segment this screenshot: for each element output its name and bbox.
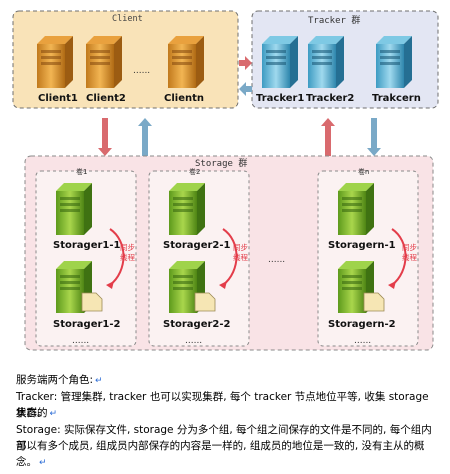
storage-to-client-arrow bbox=[138, 118, 152, 156]
description-line-4: Storage: 实际保存文件, storage 分为多个组, 每个组之间保存的… bbox=[16, 422, 440, 454]
client-to-tracker-arrow bbox=[239, 56, 252, 70]
volume-2-sync-label: 同步线程 bbox=[233, 243, 248, 262]
volume-1-sync-arrow bbox=[109, 228, 125, 286]
storager-1-1-server-icon bbox=[56, 183, 92, 235]
clientn-server-icon bbox=[168, 36, 204, 88]
description-line-1-text: 服务端两个角色: bbox=[16, 374, 94, 386]
storagern-1-server-icon bbox=[338, 183, 374, 235]
volume-n-title: 卷n bbox=[358, 167, 369, 176]
storage-group-title: Storage 群 bbox=[195, 157, 247, 169]
volume-2-sync-arrow bbox=[222, 228, 238, 286]
description-line-2: Tracker: 管理集群, tracker 也可以实现集群, 每个 track… bbox=[16, 389, 440, 421]
tracker1-label: Tracker1 bbox=[256, 93, 304, 104]
volume-2-title: 卷2 bbox=[189, 167, 200, 176]
volume-1-title: 卷1 bbox=[76, 167, 87, 176]
description-line-6-text: 念。 bbox=[16, 456, 37, 468]
tracker2-server-icon bbox=[308, 36, 344, 88]
storage-between-dots: ...... bbox=[268, 255, 285, 265]
storagern-2-label: Storagern-2 bbox=[328, 319, 396, 330]
storager-2-1-server-icon bbox=[169, 183, 205, 235]
volume-1-sync-label: 同步线程 bbox=[120, 243, 135, 262]
description-line-5-text: 可以有多个成员, 组成员内部保存的内容是一样的, 组成员的地位是一致的, 没有主… bbox=[16, 440, 425, 452]
volume-n-sync-arrowhead bbox=[388, 281, 396, 289]
tracker2-label: Tracker2 bbox=[306, 93, 354, 104]
paragraph-mark-icon: ↵ bbox=[39, 458, 47, 468]
description-line-5: 可以有多个成员, 组成员内部保存的内容是一样的, 组成员的地位是一致的, 没有主… bbox=[16, 438, 440, 454]
volume-n-dots: ...... bbox=[354, 336, 371, 346]
client1-server-icon bbox=[37, 36, 73, 88]
tracker1-server-icon bbox=[262, 36, 298, 88]
client-group: Client Client1 Client2 ...... bbox=[12, 10, 239, 109]
volume-2-dots: ...... bbox=[185, 336, 202, 346]
volume-2: 卷2 Storager2-1 同步线程 bbox=[148, 167, 250, 347]
storager-1-1-label: Storager1-1 bbox=[53, 240, 121, 251]
tracker-group: Tracker 群 Tracker1 Tracker2 Tr bbox=[251, 10, 439, 109]
volume-1-disk-icon bbox=[81, 292, 103, 312]
description-line-2-text: Tracker: 管理集群, tracker 也可以实现集群, 每个 track… bbox=[16, 391, 429, 419]
storager-2-1-label: Storager2-1 bbox=[163, 240, 231, 251]
description-line-3: 状态。↵ bbox=[16, 405, 440, 422]
volume-1: 卷1 Storager1-1 同步线程 bbox=[35, 167, 137, 347]
tracker-to-storage-arrow bbox=[367, 118, 381, 156]
storagern-1-label: Storagern-1 bbox=[328, 240, 396, 251]
client-to-storage-arrow bbox=[98, 118, 112, 156]
description-line-6: 念。↵ bbox=[16, 454, 440, 471]
trackern-server-icon bbox=[376, 36, 412, 88]
storager-1-2-label: Storager1-2 bbox=[53, 319, 121, 330]
volume-1-sync-arrowhead bbox=[106, 281, 114, 289]
client2-server-icon bbox=[86, 36, 122, 88]
volume-2-disk-icon bbox=[194, 292, 216, 312]
storage-to-tracker-arrow bbox=[321, 118, 335, 156]
vertical-arrows bbox=[98, 118, 381, 156]
volume-n-sync-label: 同步线程 bbox=[402, 243, 417, 262]
description-line-4-text: Storage: 实际保存文件, storage 分为多个组, 每个组之间保存的… bbox=[16, 424, 432, 452]
volume-n-disk-icon bbox=[363, 292, 385, 312]
client2-label: Client2 bbox=[86, 93, 126, 104]
storage-group: Storage 群 ...... 卷1 Storager1-1 同步线程 bbox=[24, 155, 434, 351]
client-tracker-arrows bbox=[239, 56, 252, 96]
trackern-label: Trakcern bbox=[372, 93, 421, 104]
paragraph-mark-icon: ↵ bbox=[95, 376, 103, 386]
client1-label: Client1 bbox=[38, 93, 78, 104]
tracker-group-title: Tracker 群 bbox=[308, 14, 360, 26]
clientn-label: Clientn bbox=[164, 93, 204, 104]
client-group-title: Client bbox=[112, 14, 143, 24]
tracker-to-client-arrow bbox=[239, 82, 252, 96]
storager-2-2-label: Storager2-2 bbox=[163, 319, 231, 330]
description-line-1: 服务端两个角色:↵ bbox=[16, 372, 440, 389]
volume-1-dots: ...... bbox=[72, 336, 89, 346]
paragraph-mark-icon: ↵ bbox=[49, 409, 58, 419]
description-line-3-text: 状态。 bbox=[16, 407, 48, 419]
client-dots: ...... bbox=[133, 66, 150, 76]
storagern-2-server-icon bbox=[338, 261, 374, 313]
volume-n-sync-arrow bbox=[391, 228, 407, 286]
volume-2-sync-arrowhead bbox=[219, 281, 227, 289]
volume-n: 卷n Storagern-1 同步线程 bbox=[317, 167, 419, 347]
